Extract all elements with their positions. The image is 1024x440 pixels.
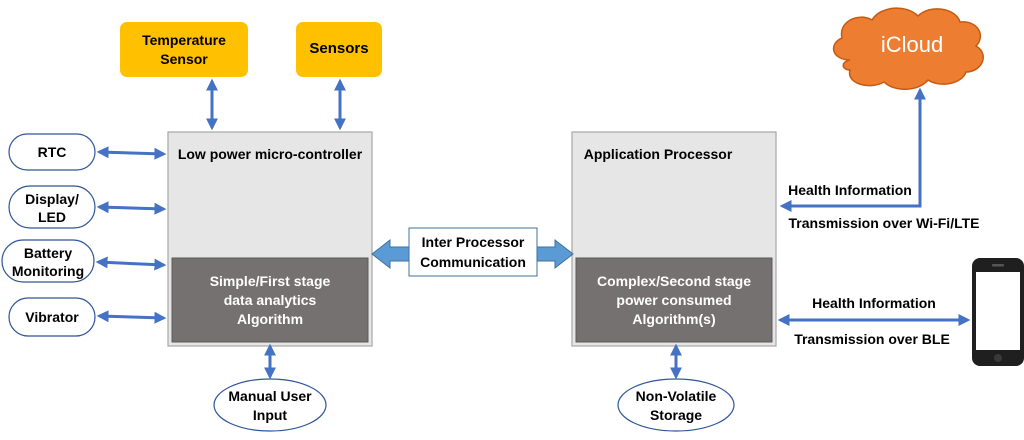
display-led-node: Display/ LED [8,185,96,229]
arrow-battery-monitoring [95,256,167,271]
application-processor-title: Application Processor [584,146,733,162]
manual-user-input-label-line1: Manual User [228,388,312,404]
arrow-rtc [96,146,167,160]
battery-monitoring-label-line1: Battery [24,245,72,261]
inter-processor-label-line2: Communication [420,254,526,270]
application-processor-block: Application Processor Complex/Second sta… [571,131,777,347]
wifi-label-line1: Health Information [788,182,912,198]
sensors-label: Sensors [309,40,368,57]
rtc-label: RTC [38,144,67,160]
temperature-sensor-label-line1: Temperature [142,32,226,48]
ble-edge-label: Health Information Transmission over BLE [794,295,950,347]
ble-label-line1: Health Information [812,295,936,311]
application-processor-algorithm-line1: Complex/Second stage [597,273,751,289]
smartphone-icon [972,258,1024,366]
display-led-label-line2: LED [38,209,66,225]
vibrator-label: Vibrator [25,309,79,325]
microcontroller-title: Low power micro-controller [178,146,363,162]
application-processor-algorithm-line3: Algorithm(s) [632,311,715,327]
connectors [95,78,971,380]
microcontroller-algorithm-line1: Simple/First stage [210,273,331,289]
arrow-icloud [779,87,926,212]
icloud-label: iCloud [881,32,943,57]
microcontroller-algorithm-line3: Algorithm [237,311,303,327]
arrow-display-led [96,201,167,215]
battery-monitoring-label-line2: Monitoring [12,263,84,279]
temperature-sensor-node: Temperature Sensor [120,22,248,77]
display-led-label-line1: Display/ [25,191,79,207]
non-volatile-storage-label-line2: Storage [650,407,702,423]
microcontroller-algorithm-line2: data analytics [224,292,317,308]
non-volatile-storage-node: Non-Volatile Storage [617,378,735,432]
manual-user-input-node: Manual User Input [213,378,327,432]
arrow-vibrator [96,310,167,324]
temperature-sensor-label-line2: Sensor [160,51,208,67]
manual-user-input-label-line2: Input [253,407,288,423]
non-volatile-storage-label-line1: Non-Volatile [636,388,717,404]
inter-processor-link: Inter Processor Communication [371,227,574,277]
application-processor-algorithm-line2: power consumed [616,292,731,308]
inter-processor-label-line1: Inter Processor [422,234,525,250]
microcontroller-block: Low power micro-controller Simple/First … [167,131,373,347]
vibrator-node: Vibrator [8,297,96,337]
icloud-node: iCloud [832,7,984,90]
battery-monitoring-node: Battery Monitoring [1,239,95,283]
sensors-node: Sensors [296,22,382,77]
rtc-node: RTC [8,133,96,171]
wifi-label-line2: Transmission over Wi-Fi/LTE [789,215,980,231]
ble-label-line2: Transmission over BLE [794,331,950,347]
wifi-edge-label: Health Information Transmission over Wi-… [788,182,979,231]
